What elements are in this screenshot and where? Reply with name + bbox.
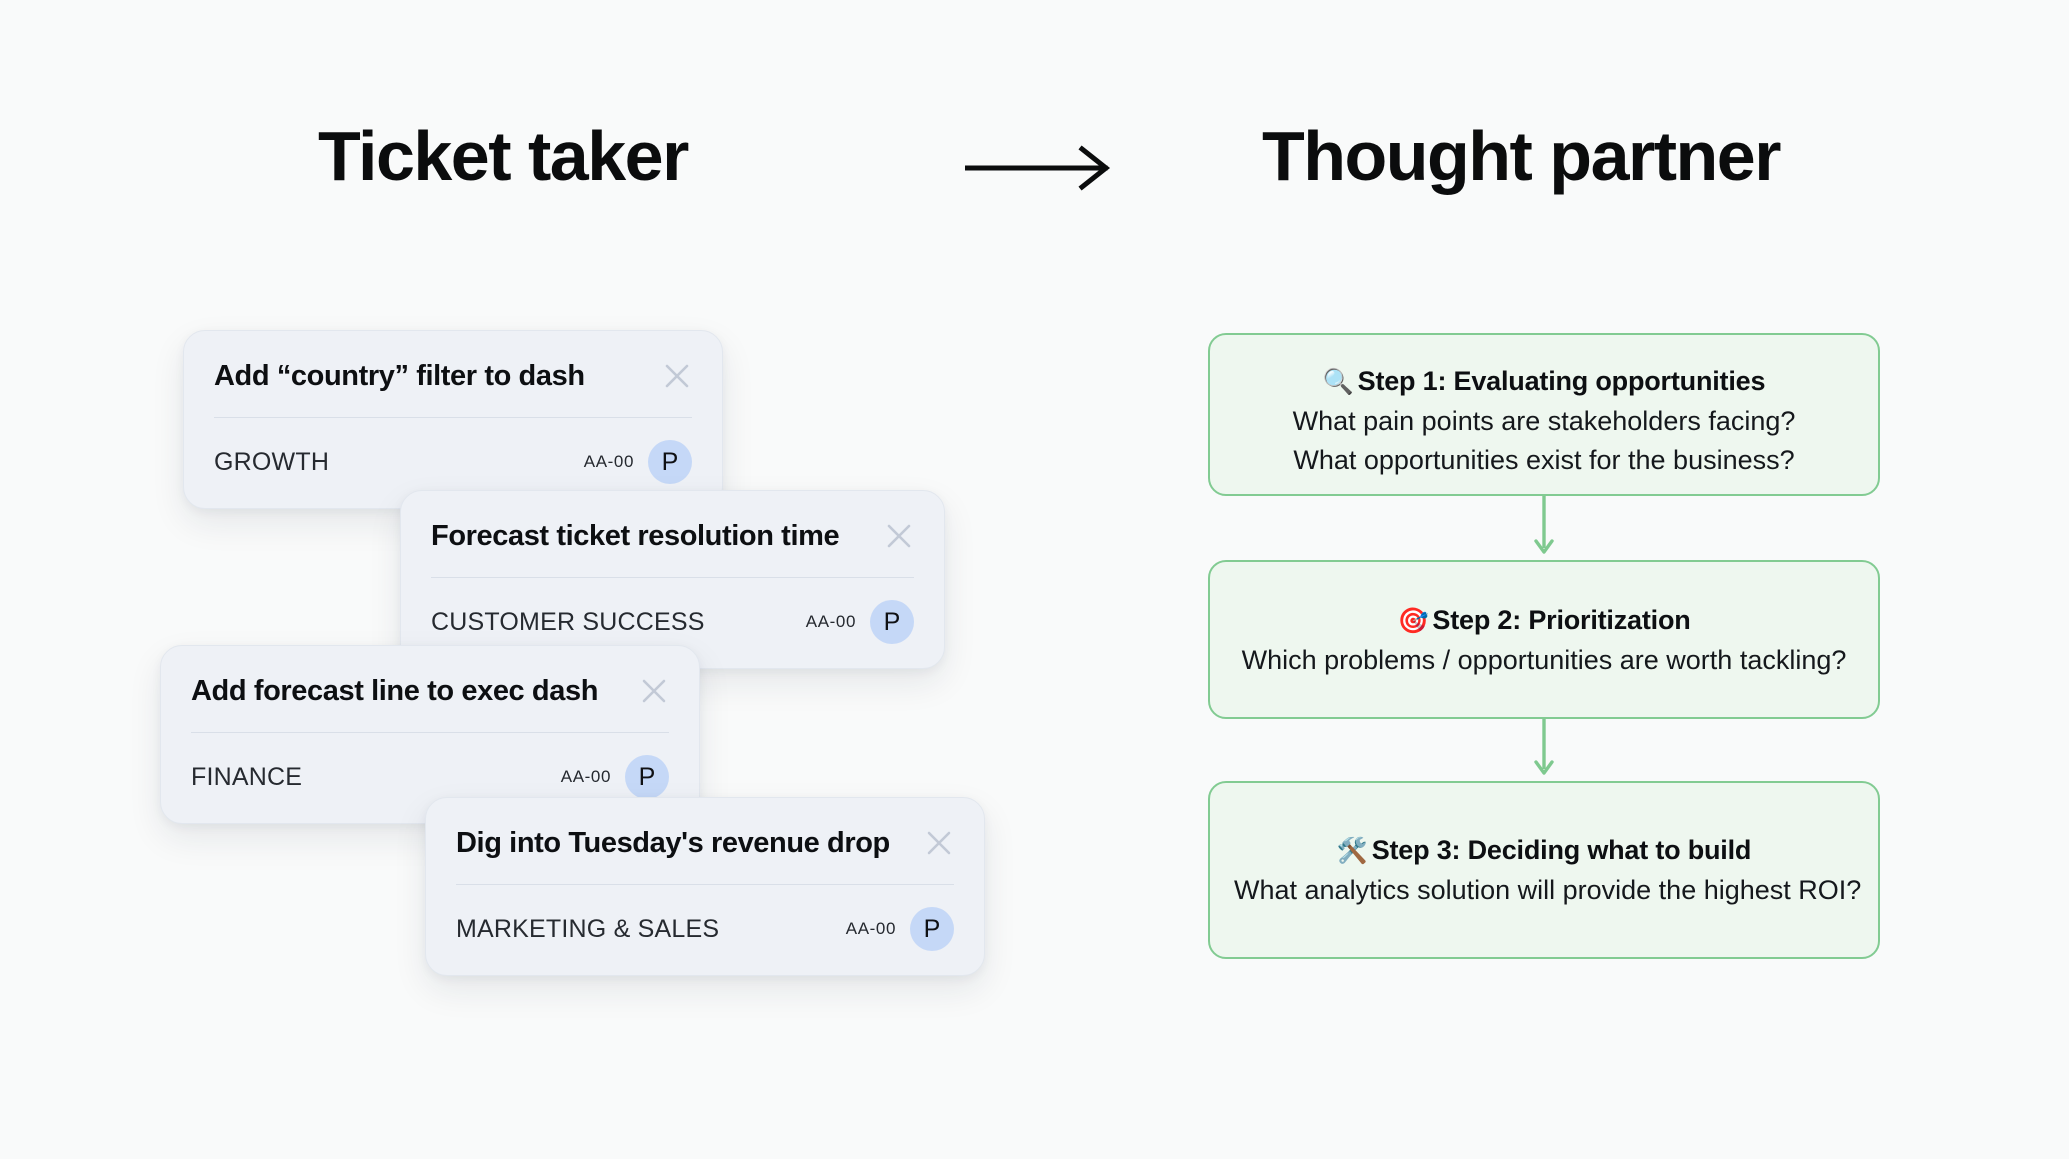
page-title-right: Thought partner <box>1262 117 1781 195</box>
ticket-meta: AA-00 P <box>846 907 954 951</box>
ticket-divider <box>191 732 669 733</box>
ticket-divider <box>456 884 954 885</box>
flow-connector-2 <box>1208 719 1880 781</box>
flow-step-1-heading-text: Step 1: Evaluating opportunities <box>1357 366 1766 396</box>
down-arrow-icon <box>1534 496 1554 554</box>
close-icon[interactable] <box>924 828 954 858</box>
thought-partner-flow: 🔍Step 1: Evaluating opportunities What p… <box>1208 333 1880 959</box>
right-arrow-icon <box>965 145 1111 191</box>
page-title-left: Ticket taker <box>318 117 689 195</box>
ticket-team-label: FINANCE <box>191 762 303 791</box>
flow-step-1-heading: 🔍Step 1: Evaluating opportunities <box>1234 361 1854 402</box>
close-icon[interactable] <box>884 521 914 551</box>
ticket-header: Dig into Tuesday's revenue drop <box>456 824 954 862</box>
down-arrow-icon <box>1534 719 1554 775</box>
flow-step-2-line-1: Which problems / opportunities are worth… <box>1241 644 1847 675</box>
flow-step-3-line-1: What analytics solution will provide the… <box>1234 875 1862 905</box>
flow-step-1-line-2: What opportunities exist for the busines… <box>1293 445 1795 475</box>
flow-step-2-heading: 🎯Step 2: Prioritization <box>1234 600 1854 641</box>
ticket-card[interactable]: Add “country” filter to dash GROWTH AA-0… <box>183 330 723 509</box>
ticket-code: AA-00 <box>583 452 634 471</box>
avatar[interactable]: P <box>648 440 692 484</box>
hammer-and-wrench-icon: 🛠️ <box>1336 837 1368 865</box>
avatar[interactable]: P <box>870 600 914 644</box>
close-icon[interactable] <box>639 676 669 706</box>
ticket-card[interactable]: Forecast ticket resolution time CUSTOMER… <box>400 490 945 669</box>
flow-step-1-line-1: What pain points are stakeholders facing… <box>1292 406 1796 436</box>
ticket-header: Forecast ticket resolution time <box>431 517 914 555</box>
flow-step-3[interactable]: 🛠️Step 3: Deciding what to build What an… <box>1208 781 1880 959</box>
flow-step-3-heading: 🛠️Step 3: Deciding what to build <box>1234 830 1854 871</box>
flow-step-1[interactable]: 🔍Step 1: Evaluating opportunities What p… <box>1208 333 1880 496</box>
ticket-title: Add “country” filter to dash <box>214 360 585 392</box>
avatar[interactable]: P <box>910 907 954 951</box>
ticket-footer: MARKETING & SALES AA-00 P <box>456 907 954 951</box>
avatar[interactable]: P <box>625 755 669 799</box>
flow-step-3-heading-text: Step 3: Deciding what to build <box>1371 835 1752 865</box>
flow-step-2-heading-text: Step 2: Prioritization <box>1432 604 1691 635</box>
ticket-header: Add “country” filter to dash <box>214 357 692 395</box>
ticket-card[interactable]: Dig into Tuesday's revenue drop MARKETIN… <box>425 797 985 976</box>
headings-row: Ticket taker Thought partner <box>0 108 2069 218</box>
ticket-meta: AA-00 P <box>806 600 914 644</box>
ticket-card-stack: Add “country” filter to dash GROWTH AA-0… <box>0 0 1030 1159</box>
magnifying-glass-icon: 🔍 <box>1322 368 1354 396</box>
ticket-team-label: CUSTOMER SUCCESS <box>431 607 705 636</box>
flow-step-2[interactable]: 🎯Step 2: Prioritization Which problems /… <box>1208 560 1880 719</box>
ticket-title: Forecast ticket resolution time <box>431 520 840 552</box>
ticket-divider <box>431 577 914 578</box>
ticket-card[interactable]: Add forecast line to exec dash FINANCE A… <box>160 645 700 824</box>
ticket-team-label: MARKETING & SALES <box>456 914 720 943</box>
ticket-footer: FINANCE AA-00 P <box>191 755 669 799</box>
ticket-divider <box>214 417 692 418</box>
flow-connector-1 <box>1208 496 1880 560</box>
ticket-footer: CUSTOMER SUCCESS AA-00 P <box>431 600 914 644</box>
ticket-title: Add forecast line to exec dash <box>191 675 599 707</box>
ticket-meta: AA-00 P <box>561 755 669 799</box>
ticket-title: Dig into Tuesday's revenue drop <box>456 827 890 859</box>
dart-target-icon: 🎯 <box>1397 606 1429 635</box>
ticket-code: AA-00 <box>805 612 856 631</box>
ticket-header: Add forecast line to exec dash <box>191 672 669 710</box>
ticket-footer: GROWTH AA-00 P <box>214 440 692 484</box>
ticket-code: AA-00 <box>845 919 896 938</box>
ticket-code: AA-00 <box>560 767 611 786</box>
ticket-meta: AA-00 P <box>584 440 692 484</box>
close-icon[interactable] <box>662 361 692 391</box>
ticket-team-label: GROWTH <box>214 447 330 476</box>
